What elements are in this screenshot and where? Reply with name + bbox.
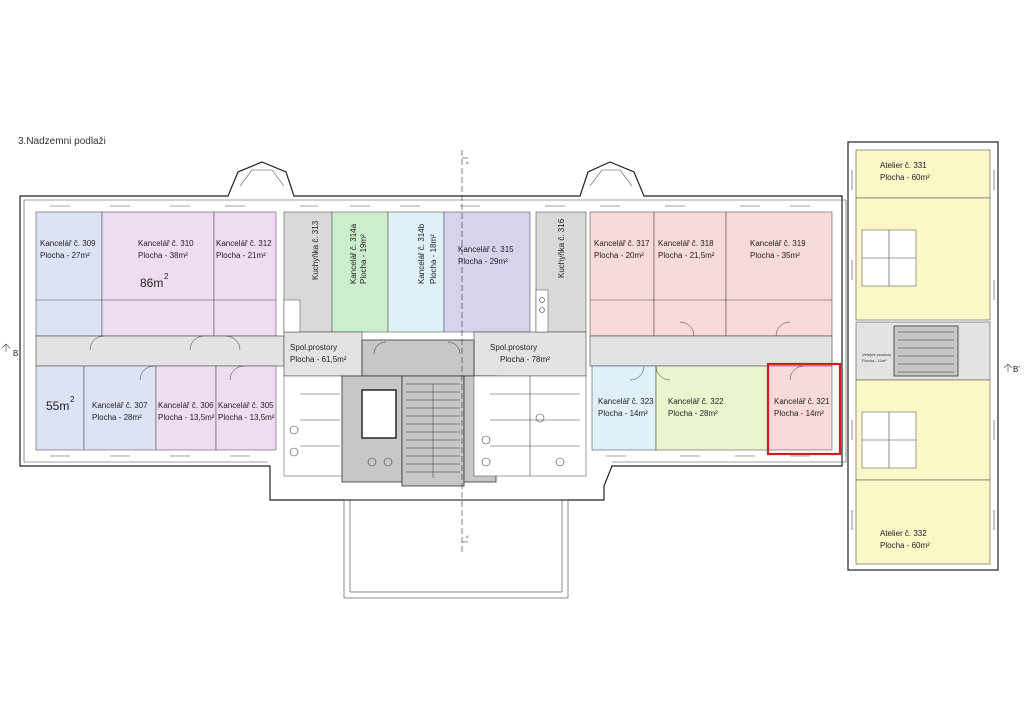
room-307[interactable] [83,365,157,451]
common-area-2-area: Plocha - 78m² [500,355,550,364]
room-307-name: Kancelář č. 307 [92,401,148,410]
room-321-area: Plocha - 14m² [774,409,824,418]
atelier-332-area: Plocha - 60m² [880,541,930,550]
common-area-2[interactable] [473,331,587,377]
section-mark-right: B' [1013,365,1020,374]
room-314a[interactable] [331,211,389,333]
room-labels: Kancelář č. 309 Plocha - 27m² Kancelář č… [13,160,1020,550]
room-317[interactable] [589,211,655,337]
right-wing-outline [847,141,999,571]
room-309-area: Plocha - 27m² [40,251,90,260]
room-318-area: Plocha - 21,5m² [658,251,715,260]
common-area-1-area: Plocha - 61,5m² [290,355,347,364]
left-area-value: 55m [46,399,69,413]
room-316-name: Kuchyňka č. 316 [557,218,566,278]
room-305[interactable] [215,365,277,451]
door-swings [89,321,805,381]
room-312-name: Kancelář č. 312 [216,239,272,248]
room-319-name: Kancelář č. 319 [750,239,806,248]
room-321-name: Kancelář č. 321 [774,397,830,406]
room-314a-name: Kancelář č. 314a [349,223,358,284]
common-area-2-name: Spol.prostory [490,343,537,352]
atelier-331-name: Atelier č. 331 [880,161,927,170]
section-mark-top: A [466,160,469,165]
atelier-331-area: Plocha - 60m² [880,173,930,182]
room-319[interactable] [725,211,833,337]
atelier-332[interactable] [855,479,991,565]
right-wing [851,149,995,565]
section-mark-bottom: A [466,534,469,539]
room-323-area: Plocha - 14m² [598,409,648,418]
room-306-name: Kancelář č. 306 [158,401,214,410]
room-318[interactable] [653,211,727,337]
room-315-area: Plocha - 29m² [458,257,508,266]
central-core [283,289,587,487]
room-318-name: Kancelář č. 318 [658,239,714,248]
room-317-name: Kancelář č. 317 [594,239,650,248]
corridors [35,331,833,377]
public-area-area: Plocha - 11m² [862,358,887,363]
balcony [343,499,569,599]
room-322[interactable] [655,365,769,451]
room-315-name: Kancelář č. 315 [458,245,514,254]
highlight-frame[interactable] [766,362,842,456]
room-314b-area: Plocha - 18m² [429,234,438,284]
lift-shaft [361,389,397,439]
room-306-area: Plocha - 13,5m² [158,413,215,422]
room-310-area: Plocha - 38m² [138,251,188,260]
corridor-right [589,335,833,367]
room-315[interactable] [443,211,531,333]
room-323[interactable] [591,365,657,451]
room-310-name: Kancelář č. 310 [138,239,194,248]
common-area-1-name: Spol.prostory [290,343,337,352]
building-outline [19,141,999,599]
room-309[interactable] [35,211,103,337]
room-314a-area: Plocha - 19m² [359,234,368,284]
core-top [361,339,475,377]
room-314b[interactable] [387,211,445,333]
room-308[interactable] [35,365,85,451]
floor-title: 3.Nadzemni podlaži [18,136,106,147]
room-312-area: Plocha - 21m² [216,251,266,260]
atelier-332-name: Atelier č. 332 [880,529,927,538]
room-305-area: Plocha - 13,5m² [218,413,275,422]
room-314b-name: Kancelář č. 314b [417,223,426,284]
room-309-name: Kancelář č. 309 [40,239,96,248]
room-322-name: Kancelář č. 322 [668,397,724,406]
corridor-left [35,335,285,367]
room-305-name: Kancelář č. 305 [218,401,274,410]
room-323-name: Kancelář č. 323 [598,397,654,406]
south-rooms [35,365,833,457]
room-312[interactable] [213,211,277,337]
room-322-area: Plocha - 28m² [668,409,718,418]
room-317-area: Plocha - 20m² [594,251,644,260]
left-area-sup: 2 [70,395,75,404]
room-306[interactable] [155,365,217,451]
north-left-rooms [35,205,833,337]
room-321[interactable] [767,365,833,451]
right-staircase [893,325,959,377]
common-area-1[interactable] [283,331,363,377]
room-313-name: Kuchyňka č. 313 [311,220,320,280]
section-marks [1,150,1013,552]
public-area-name: Veřejné prostory [862,352,891,357]
room-307-area: Plocha - 28m² [92,413,142,422]
big-area-sup: 2 [164,272,169,281]
room-310[interactable] [101,211,215,337]
big-area-value: 86m [140,276,163,290]
room-319-area: Plocha - 35m² [750,251,800,260]
section-mark-left: B [13,349,18,358]
